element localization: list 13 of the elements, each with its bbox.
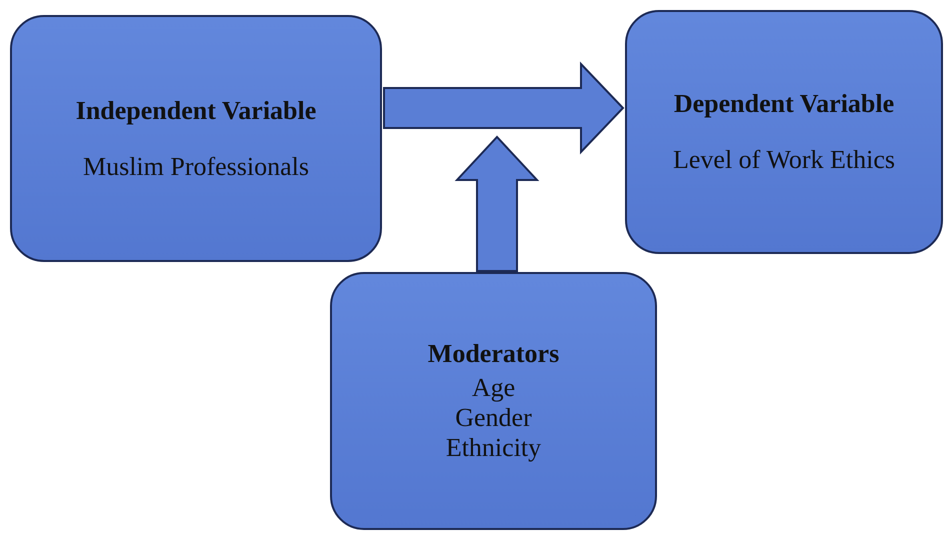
box-text: Age bbox=[472, 373, 516, 403]
rounded-box bbox=[625, 10, 943, 254]
rounded-box bbox=[330, 272, 657, 530]
box-text: Level of Work Ethics bbox=[673, 145, 895, 175]
box-text: Ethnicity bbox=[446, 432, 542, 463]
box-text: Gender bbox=[455, 403, 532, 433]
block-arrow bbox=[383, 62, 624, 154]
block-arrow bbox=[454, 136, 540, 272]
box-text: Muslim Professionals bbox=[82, 152, 310, 182]
box-heading: Independent Variable bbox=[76, 96, 316, 126]
box-heading: Dependent Variable bbox=[674, 89, 894, 119]
box-heading: Moderators bbox=[428, 339, 560, 370]
rounded-box bbox=[10, 15, 382, 262]
